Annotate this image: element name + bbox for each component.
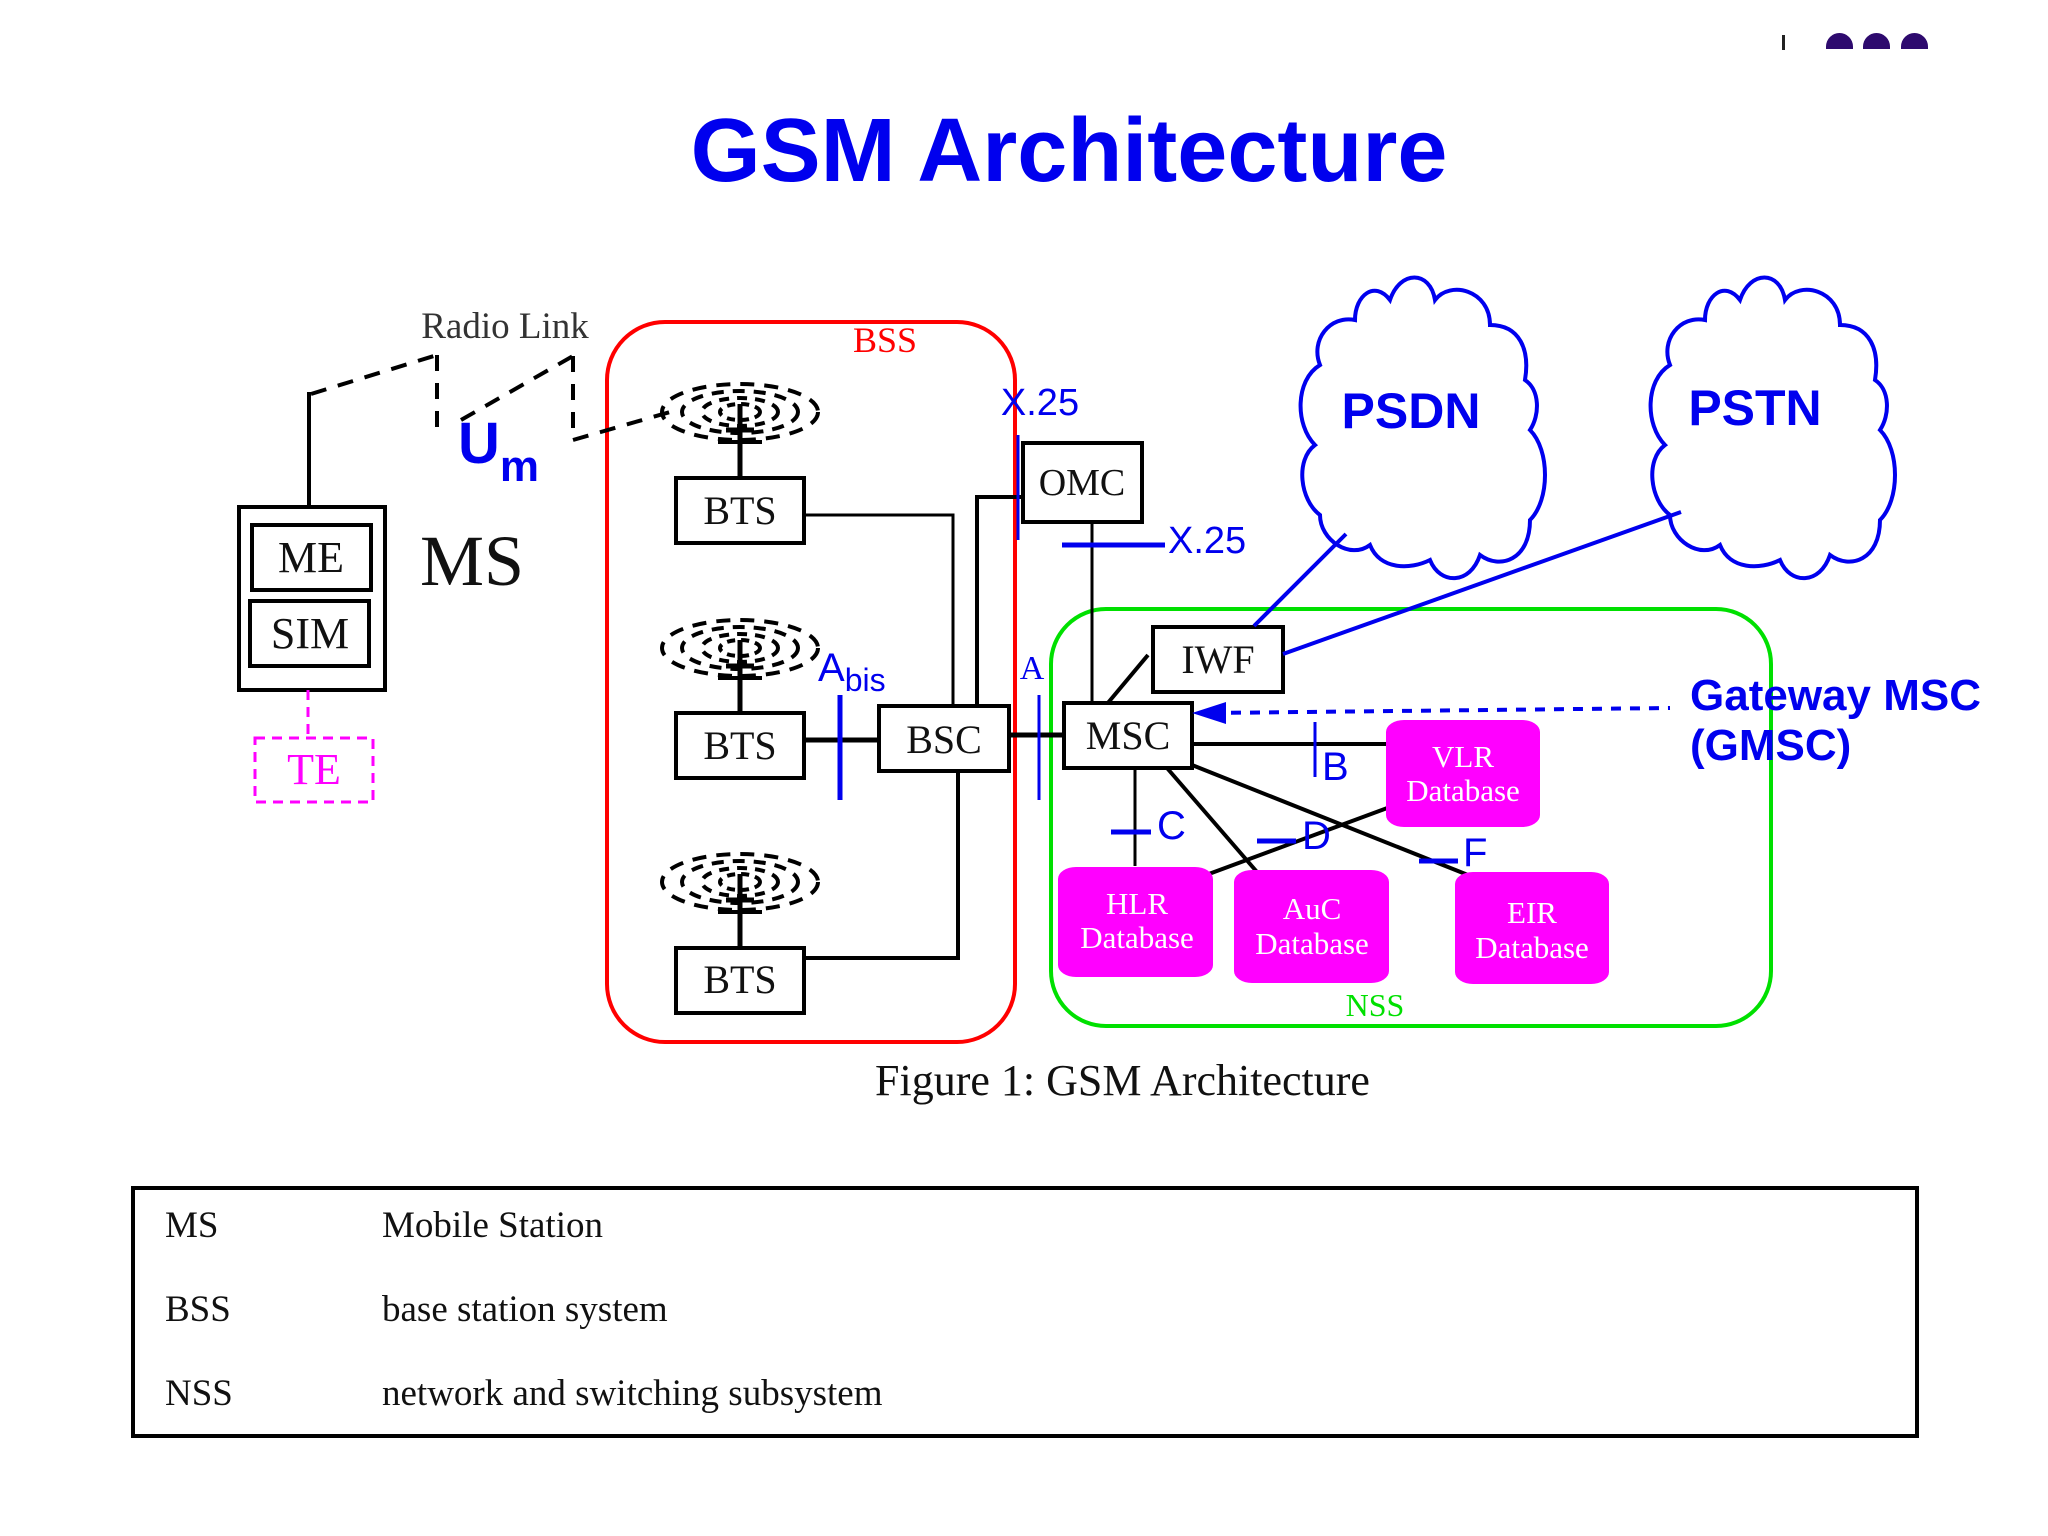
auc-database: AuC Database <box>1234 870 1389 983</box>
sim-box <box>248 599 371 668</box>
radio-link-label: Radio Link <box>421 306 589 347</box>
x25-right-label: X.25 <box>1168 520 1246 562</box>
hlr-database-icon <box>1058 867 1213 977</box>
omc-box <box>1021 441 1144 524</box>
legend-desc: Mobile Station <box>382 1205 603 1246</box>
vlr-database: VLR Database <box>1386 720 1540 827</box>
um-interface-label: Um <box>458 411 539 491</box>
bsc-box <box>877 704 1011 773</box>
hlr-sublabel: Database <box>1080 920 1194 955</box>
psdn-label: PSDN <box>1342 383 1481 439</box>
gmsc-label-line2: (GMSC) <box>1690 721 1851 770</box>
bts-box <box>674 946 806 1015</box>
legend-abbr: BSS <box>165 1289 231 1330</box>
bss-label: BSS <box>853 320 917 360</box>
hlr-label: HLR <box>1106 886 1168 921</box>
slide-title: GSM Architecture <box>690 101 1448 201</box>
me-label: ME <box>278 533 344 582</box>
omc-label: OMC <box>1039 462 1126 504</box>
eir-database-icon <box>1455 872 1609 984</box>
eir-label: EIR <box>1507 895 1557 930</box>
iwf-msc-link <box>1105 653 1150 706</box>
auc-sublabel: Database <box>1255 926 1369 961</box>
iwf-label: IWF <box>1181 637 1254 682</box>
me-box <box>250 523 373 592</box>
msc-box <box>1062 701 1194 770</box>
iwf-box <box>1151 625 1285 694</box>
eir-sublabel: Database <box>1475 930 1589 965</box>
gmsc-label-line1: Gateway MSC <box>1690 671 1981 720</box>
c-interface-label: C <box>1157 804 1186 848</box>
auc-database-icon <box>1234 870 1389 983</box>
gmsc-pointer-line <box>1211 706 1671 715</box>
b-interface-label: B <box>1322 745 1349 789</box>
msc-db-links <box>1133 742 1469 880</box>
bss-boundary <box>605 320 1017 1044</box>
bsc-label: BSC <box>906 717 982 762</box>
bts-label: BTS <box>703 957 776 1002</box>
indicator-dot <box>1863 33 1890 49</box>
legend-abbr: MS <box>165 1205 219 1246</box>
bts-antenna-icon <box>662 384 818 452</box>
bts-antenna-icon <box>662 620 818 688</box>
d-interface-label: D <box>1302 814 1331 858</box>
bts-label: BTS <box>703 723 776 768</box>
msc-label: MSC <box>1086 713 1171 758</box>
vlr-label: VLR <box>1432 739 1494 774</box>
abis-interface-label: Abis <box>818 646 886 698</box>
auc-label: AuC <box>1283 891 1342 926</box>
te-box <box>253 736 375 804</box>
gmsc-arrow-head-icon <box>1192 702 1226 724</box>
x25-top-label: X.25 <box>1001 382 1079 424</box>
figure-caption: Figure 1: GSM Architecture <box>875 1056 1370 1105</box>
indicator-dot <box>1826 33 1853 49</box>
abbreviation-legend: MS Mobile Station BSS base station syste… <box>131 1186 1919 1438</box>
pstn-label: PSTN <box>1688 380 1821 436</box>
iwf-pstn-link <box>1282 510 1682 656</box>
legend-desc: network and switching subsystem <box>382 1373 883 1414</box>
nss-label: NSS <box>1346 987 1405 1023</box>
bts-label: BTS <box>703 488 776 533</box>
bts-box <box>674 476 806 545</box>
bts-antenna-icon <box>662 854 818 922</box>
ms-label: MS <box>420 521 524 601</box>
te-label: TE <box>287 745 341 794</box>
legend-desc: base station system <box>382 1289 668 1330</box>
legend-abbr: NSS <box>165 1373 233 1414</box>
hlr-database: HLR Database <box>1058 867 1213 977</box>
vlr-sublabel: Database <box>1406 773 1520 808</box>
vlr-database-icon <box>1386 720 1540 827</box>
sim-label: SIM <box>271 609 349 658</box>
a-interface-label: A <box>1020 650 1045 687</box>
indicator-tick <box>1782 35 1785 50</box>
f-interface-label: F <box>1463 831 1487 875</box>
radio-link-path <box>310 353 671 442</box>
indicator-dot <box>1901 33 1928 49</box>
iwf-psdn-link <box>1252 532 1348 628</box>
eir-database: EIR Database <box>1455 872 1609 984</box>
bts-box <box>674 711 806 780</box>
